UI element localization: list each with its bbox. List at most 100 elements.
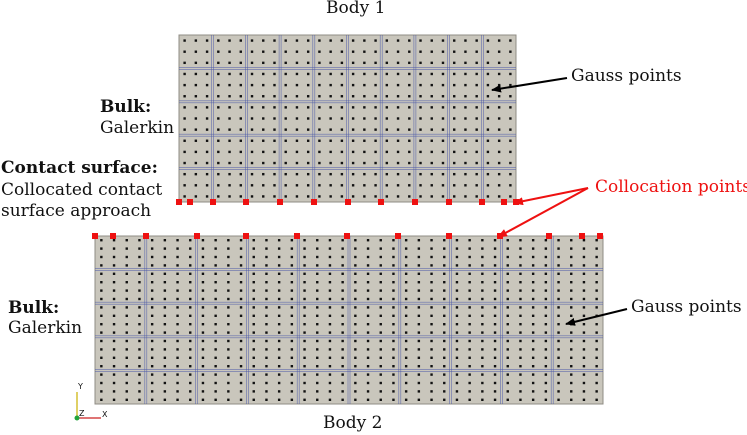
gauss-point bbox=[582, 272, 586, 275]
gauss-point bbox=[295, 172, 299, 176]
gauss-point bbox=[228, 39, 231, 42]
gauss-point bbox=[417, 331, 421, 334]
gauss-point bbox=[374, 161, 377, 165]
gauss-point bbox=[341, 381, 344, 385]
gauss-point bbox=[290, 348, 294, 351]
gauss-point bbox=[430, 348, 433, 351]
gauss-point bbox=[194, 195, 198, 198]
gauss-point bbox=[509, 39, 512, 42]
gauss-point bbox=[252, 390, 255, 393]
gauss-point bbox=[341, 365, 344, 368]
gauss-point bbox=[250, 83, 254, 87]
gauss-point bbox=[486, 117, 490, 120]
gauss-point bbox=[262, 106, 265, 109]
gauss-point bbox=[250, 139, 254, 142]
gauss-point bbox=[481, 297, 484, 301]
collocation-point bbox=[187, 199, 193, 205]
gauss-point bbox=[443, 373, 446, 376]
gauss-point bbox=[582, 339, 586, 343]
gauss-point bbox=[316, 239, 319, 242]
gauss-point bbox=[374, 106, 377, 109]
gauss-point bbox=[328, 348, 332, 351]
gauss-point bbox=[404, 239, 408, 242]
gauss-point bbox=[125, 289, 128, 292]
gauss-point bbox=[453, 61, 456, 65]
gauss-point bbox=[112, 348, 116, 351]
gauss-point bbox=[227, 272, 230, 275]
gauss-point bbox=[366, 390, 370, 393]
gauss-point bbox=[557, 281, 560, 284]
gauss-point bbox=[201, 373, 205, 376]
gauss-point bbox=[112, 281, 116, 284]
gauss-point bbox=[379, 255, 382, 259]
gauss-point bbox=[328, 289, 332, 292]
gauss-point bbox=[252, 339, 255, 343]
gauss-point bbox=[351, 72, 355, 76]
gauss-point bbox=[205, 161, 209, 165]
gauss-point bbox=[183, 150, 186, 154]
gauss-point bbox=[265, 314, 268, 317]
gauss-point bbox=[176, 373, 179, 376]
gauss-point bbox=[100, 314, 103, 317]
gauss-point bbox=[303, 381, 306, 385]
gauss-point bbox=[265, 398, 268, 401]
gauss-point bbox=[100, 264, 103, 267]
gauss-point bbox=[595, 348, 598, 351]
gauss-point bbox=[217, 95, 220, 98]
gauss-point bbox=[481, 373, 484, 376]
gauss-point bbox=[239, 172, 242, 176]
gauss-point bbox=[227, 356, 230, 359]
gauss-point bbox=[112, 373, 116, 376]
gauss-point bbox=[419, 172, 422, 176]
gauss-point bbox=[404, 323, 408, 326]
gauss-point bbox=[455, 281, 459, 284]
gauss-point bbox=[138, 289, 141, 292]
gauss-point bbox=[150, 272, 154, 275]
gauss-point bbox=[277, 314, 281, 317]
gauss-point bbox=[214, 297, 217, 301]
gauss-point bbox=[531, 390, 535, 393]
gauss-point bbox=[385, 83, 389, 87]
gauss-point bbox=[150, 381, 154, 385]
gauss-point bbox=[385, 184, 389, 187]
gauss-point bbox=[582, 331, 586, 334]
gauss-point bbox=[374, 39, 377, 42]
gauss-point bbox=[582, 264, 586, 267]
gauss-point bbox=[417, 390, 421, 393]
gauss-point bbox=[351, 139, 355, 142]
gauss-point bbox=[250, 106, 254, 109]
gauss-point bbox=[430, 139, 433, 142]
gauss-point bbox=[329, 117, 332, 120]
gauss-point bbox=[262, 72, 265, 76]
gauss-point bbox=[150, 289, 154, 292]
gauss-point bbox=[493, 239, 497, 242]
gauss-point bbox=[214, 339, 217, 343]
gauss-point bbox=[493, 348, 497, 351]
gauss-point bbox=[239, 339, 243, 343]
gauss-point bbox=[506, 247, 509, 250]
gauss-point bbox=[201, 272, 205, 275]
gauss-point bbox=[252, 381, 255, 385]
gauss-point bbox=[341, 390, 344, 393]
gauss-point bbox=[125, 339, 128, 343]
gauss-point bbox=[430, 184, 433, 187]
gauss-point bbox=[497, 184, 501, 187]
gauss-point bbox=[430, 247, 433, 250]
gauss-point bbox=[125, 239, 128, 242]
gauss-point bbox=[351, 61, 355, 65]
gauss-point bbox=[201, 398, 205, 401]
gauss-point bbox=[443, 306, 446, 309]
gauss-point bbox=[306, 150, 310, 154]
gauss-point bbox=[430, 373, 433, 376]
gauss-point bbox=[385, 50, 389, 53]
gauss-point bbox=[481, 289, 484, 292]
gauss-point bbox=[227, 323, 230, 326]
gauss-point bbox=[205, 184, 209, 187]
gauss-point bbox=[290, 331, 294, 334]
gauss-point bbox=[329, 95, 332, 98]
gauss-point bbox=[441, 161, 445, 165]
gauss-point bbox=[316, 264, 319, 267]
gauss-point bbox=[239, 297, 243, 301]
gauss-point bbox=[441, 106, 445, 109]
gauss-point bbox=[214, 398, 217, 401]
